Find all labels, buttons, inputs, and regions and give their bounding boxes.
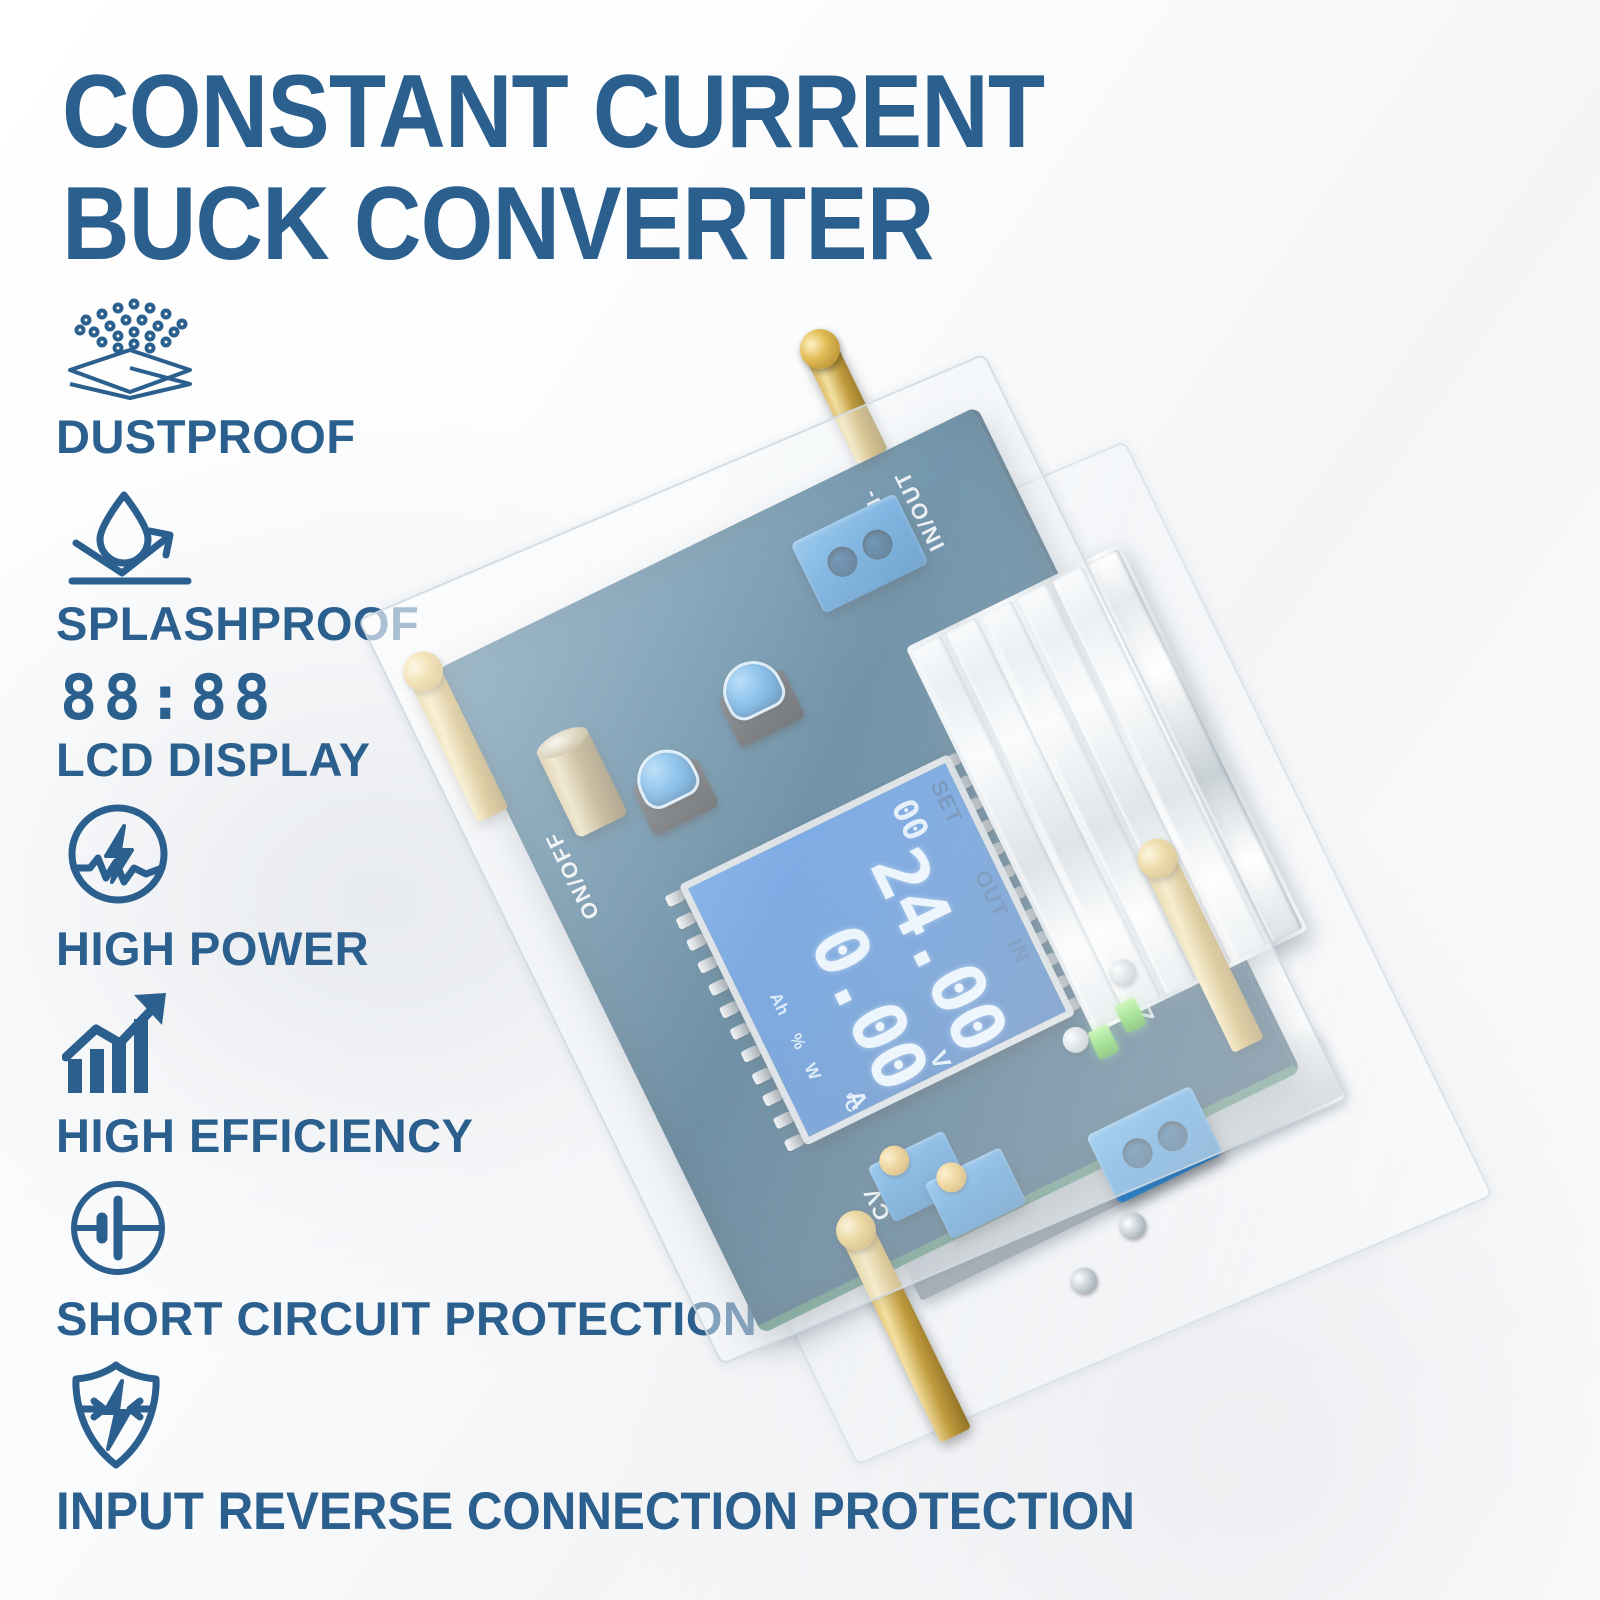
product-photo: ON/OFF IN/OUT IN- CV ZK-12KX V4 C C OUT <box>357 250 1600 1510</box>
feature-lcd-display: 88:88 LCD DISPLAY <box>56 664 1266 788</box>
feature-splashproof: SPLASHPROOF <box>56 481 1266 652</box>
feature-splashproof-label: SPLASHPROOF <box>56 597 420 650</box>
feature-lcd-display-label: LCD DISPLAY <box>56 733 371 786</box>
feature-high-power: HIGH POWER <box>56 798 1266 977</box>
title-line-2: BUCK CONVERTER <box>62 166 934 282</box>
title-line-1: CONSTANT CURRENT <box>62 54 1045 170</box>
circuit-battery-circle-icon <box>62 1174 1266 1287</box>
feature-high-power-label: HIGH POWER <box>56 922 370 975</box>
feature-dustproof-label: DUSTPROOF <box>56 410 356 463</box>
feature-high-efficiency-label: HIGH EFFICIENCY <box>56 1109 474 1162</box>
feature-high-efficiency: HIGH EFFICIENCY <box>56 987 1266 1164</box>
feature-input-reverse-protection: INPUT REVERSE CONNECTION PROTECTION <box>56 1357 1266 1542</box>
page-title: CONSTANT CURRENT BUCK CONVERTER <box>62 58 1362 278</box>
feature-list: DUSTPROOF SPLASHPROOF 88:88 LCD DISPLAY … <box>56 288 1266 1548</box>
water-droplet-repel-icon <box>62 481 1266 594</box>
feature-input-reverse-protection-label: INPUT REVERSE CONNECTION PROTECTION <box>56 1482 1135 1541</box>
feature-dustproof: DUSTPROOF <box>56 288 1266 465</box>
feature-short-circuit-protection-label: SHORT CIRCUIT PROTECTION <box>56 1292 758 1345</box>
feature-short-circuit-protection: SHORT CIRCUIT PROTECTION <box>56 1174 1266 1347</box>
lightning-waveform-circle-icon <box>62 798 1266 915</box>
dustproof-layers-icon <box>62 288 1266 405</box>
seven-segment-icon: 88:88 <box>60 661 277 734</box>
shield-bolt-arrows-icon <box>62 1357 1266 1478</box>
rising-bar-chart-icon <box>61 987 1266 1104</box>
